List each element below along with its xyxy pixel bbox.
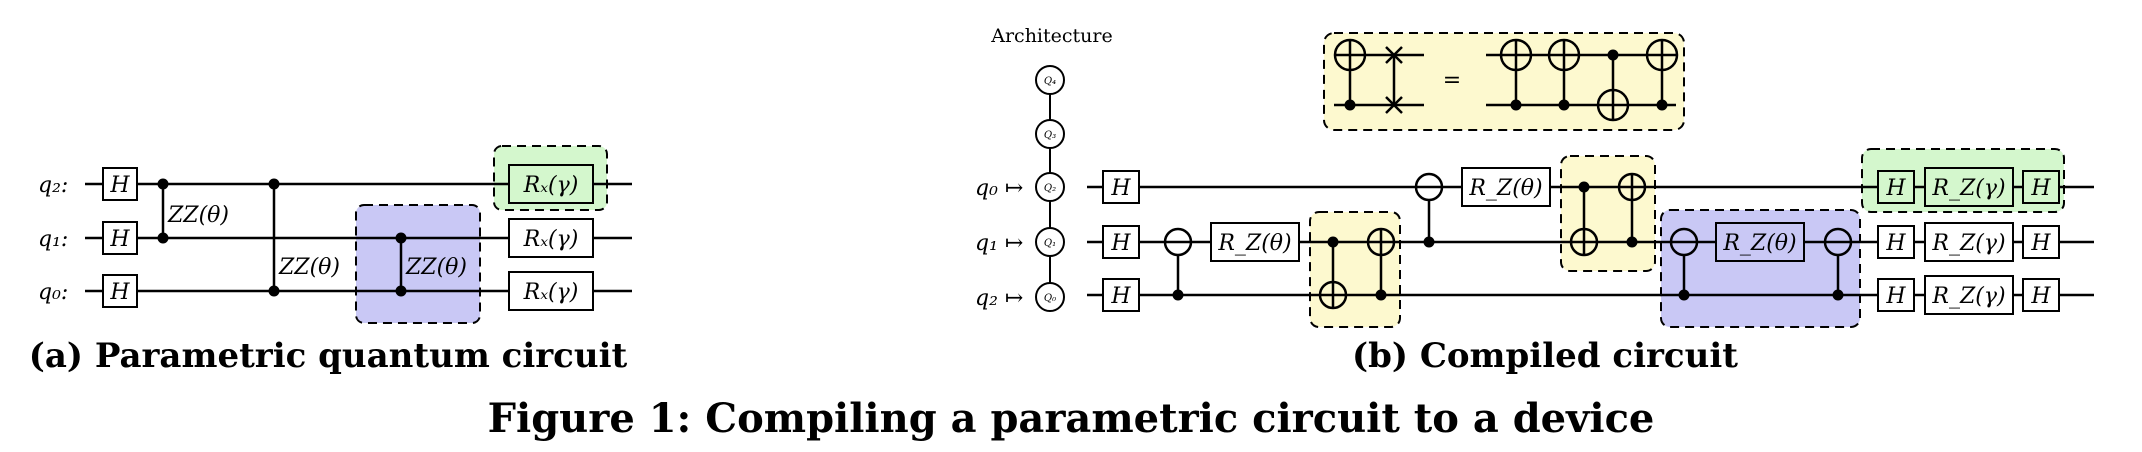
svg-text:R_Z(θ): R_Z(θ) <box>1217 231 1291 256</box>
figure-title: Figure 1: Compiling a parametric circuit… <box>488 395 1655 442</box>
decomp-cnot-1 <box>1499 38 1533 111</box>
swap1-cnot-b <box>1366 227 1396 301</box>
final-h1-q0: H <box>1877 170 1915 204</box>
svg-text:H: H <box>2030 231 2051 256</box>
svg-text:H: H <box>1885 284 1906 309</box>
rz-theta-gate-q1: R_Z(θ) <box>1210 222 1300 262</box>
cnot-q2-to-q1 <box>1163 227 1193 301</box>
h-gate-q0: H <box>102 274 138 308</box>
svg-text:Rₓ(γ): Rₓ(γ) <box>523 227 579 252</box>
svg-text:ZZ(θ): ZZ(θ) <box>278 255 340 280</box>
arch-node-q4: Q₄ <box>1035 65 1065 95</box>
qubit-label-q2: q₂: <box>38 173 68 198</box>
arch-node-q3: Q₃ <box>1035 119 1065 149</box>
compiled-h-q1: H <box>1102 225 1140 259</box>
svg-text:R_Z(θ): R_Z(θ) <box>1722 231 1796 256</box>
cnot-q1-to-q0 <box>1414 172 1444 248</box>
final-rz-gamma-q2: R_Z(γ) <box>1924 275 2014 315</box>
svg-text:Q₂: Q₂ <box>1044 183 1056 194</box>
final-h1-q1: H <box>1877 225 1915 259</box>
architecture-title: Architecture <box>990 25 1112 47</box>
qubit-label-q0: q₀: <box>38 280 68 305</box>
rx-gate-q0: Rₓ(γ) <box>508 271 594 311</box>
svg-text:Q₄: Q₄ <box>1044 76 1056 87</box>
svg-text:ZZ(θ): ZZ(θ) <box>405 255 467 280</box>
mapping-label-q1: q₁ ↦ <box>975 231 1023 256</box>
final-h2-q2: H <box>2022 278 2060 312</box>
mapping-label-q2: q₂ ↦ <box>975 286 1023 311</box>
svg-text:R_Z(γ): R_Z(γ) <box>1931 176 2005 201</box>
final-rz-gamma-q1: R_Z(γ) <box>1924 222 2014 262</box>
svg-text:H: H <box>109 173 130 198</box>
final-h2-q1: H <box>2022 225 2060 259</box>
panel-b-caption: (b) Compiled circuit <box>1352 336 1738 376</box>
svg-text:R_Z(γ): R_Z(γ) <box>1931 231 2005 256</box>
rx-gate-q1: Rₓ(γ) <box>508 218 594 258</box>
swap-equivalence-box: = <box>1323 32 1685 131</box>
svg-text:H: H <box>1110 284 1131 309</box>
h-gate-q1: H <box>102 221 138 255</box>
mapping-label-q0: q₀ ↦ <box>975 176 1023 201</box>
svg-text:R_Z(θ): R_Z(θ) <box>1468 176 1542 201</box>
svg-text:H: H <box>1110 231 1131 256</box>
svg-text:H: H <box>2030 176 2051 201</box>
zz-cnot-right <box>1823 227 1853 301</box>
final-h1-q2: H <box>1877 278 1915 312</box>
svg-text:R_Z(γ): R_Z(γ) <box>1931 284 2005 309</box>
panel-a-caption: (a) Parametric quantum circuit <box>29 336 628 376</box>
final-h2-q0: H <box>2022 170 2060 204</box>
decomp-cnot-3 <box>1596 49 1630 122</box>
svg-text:Rₓ(γ): Rₓ(γ) <box>523 173 579 198</box>
zz-cnot-left <box>1669 227 1699 301</box>
svg-text:H: H <box>1885 176 1906 201</box>
arch-node-q2: Q₂ <box>1035 172 1065 202</box>
swap-highlight-2 <box>1560 155 1656 272</box>
svg-text:H: H <box>2030 284 2051 309</box>
rz-theta-gate-zz: R_Z(θ) <box>1715 222 1805 262</box>
svg-text:ZZ(θ): ZZ(θ) <box>167 203 229 228</box>
svg-text:Q₃: Q₃ <box>1044 130 1056 141</box>
decomp-cnot-2 <box>1547 38 1581 111</box>
final-rz-gamma-q0: R_Z(γ) <box>1924 167 2014 207</box>
decomp-cnot-4 <box>1645 38 1679 111</box>
qubit-label-q1: q₁: <box>38 227 68 252</box>
zz-gate-q2-q0: ZZ(θ) <box>268 178 340 297</box>
svg-text:H: H <box>109 227 130 252</box>
zz-compiled-highlight <box>1660 209 1861 328</box>
compiled-h-q2: H <box>1102 278 1140 312</box>
svg-text:Q₀: Q₀ <box>1044 293 1056 304</box>
zz-highlight-box <box>355 204 481 324</box>
swap-equals-sign: = <box>1443 68 1461 93</box>
svg-text:Rₓ(γ): Rₓ(γ) <box>523 280 579 305</box>
zz-gate-q1-q0: ZZ(θ) <box>395 232 467 297</box>
svg-text:Q₁: Q₁ <box>1044 238 1056 249</box>
svg-text:H: H <box>1885 231 1906 256</box>
architecture-graph: Q₄ Q₃ Q₂ Q₁ Q₀ <box>1035 65 1065 312</box>
swap1-cnot-a <box>1318 236 1348 310</box>
panel-b: Architecture Q₄ Q₃ Q₂ Q₁ Q₀ <box>975 25 2094 376</box>
compiled-h-q0: H <box>1102 170 1140 204</box>
arch-node-q1: Q₁ <box>1035 227 1065 257</box>
swap2-cnot-b <box>1617 172 1647 248</box>
rx-gate-q2: Rₓ(γ) <box>508 164 594 204</box>
arch-node-q0: Q₀ <box>1035 282 1065 312</box>
zz-gate-q2-q1: ZZ(θ) <box>157 178 229 244</box>
panel-a: q₂: q₁: q₀: H H H ZZ(θ) ZZ(θ) <box>29 145 632 376</box>
svg-text:H: H <box>109 280 130 305</box>
swap-gate <box>1385 46 1403 114</box>
swap2-cnot-a <box>1569 181 1599 257</box>
swap-cnot-left <box>1333 38 1367 111</box>
rz-theta-gate-q0: R_Z(θ) <box>1461 167 1551 207</box>
h-gate-q2: H <box>102 167 138 201</box>
svg-text:H: H <box>1110 176 1131 201</box>
